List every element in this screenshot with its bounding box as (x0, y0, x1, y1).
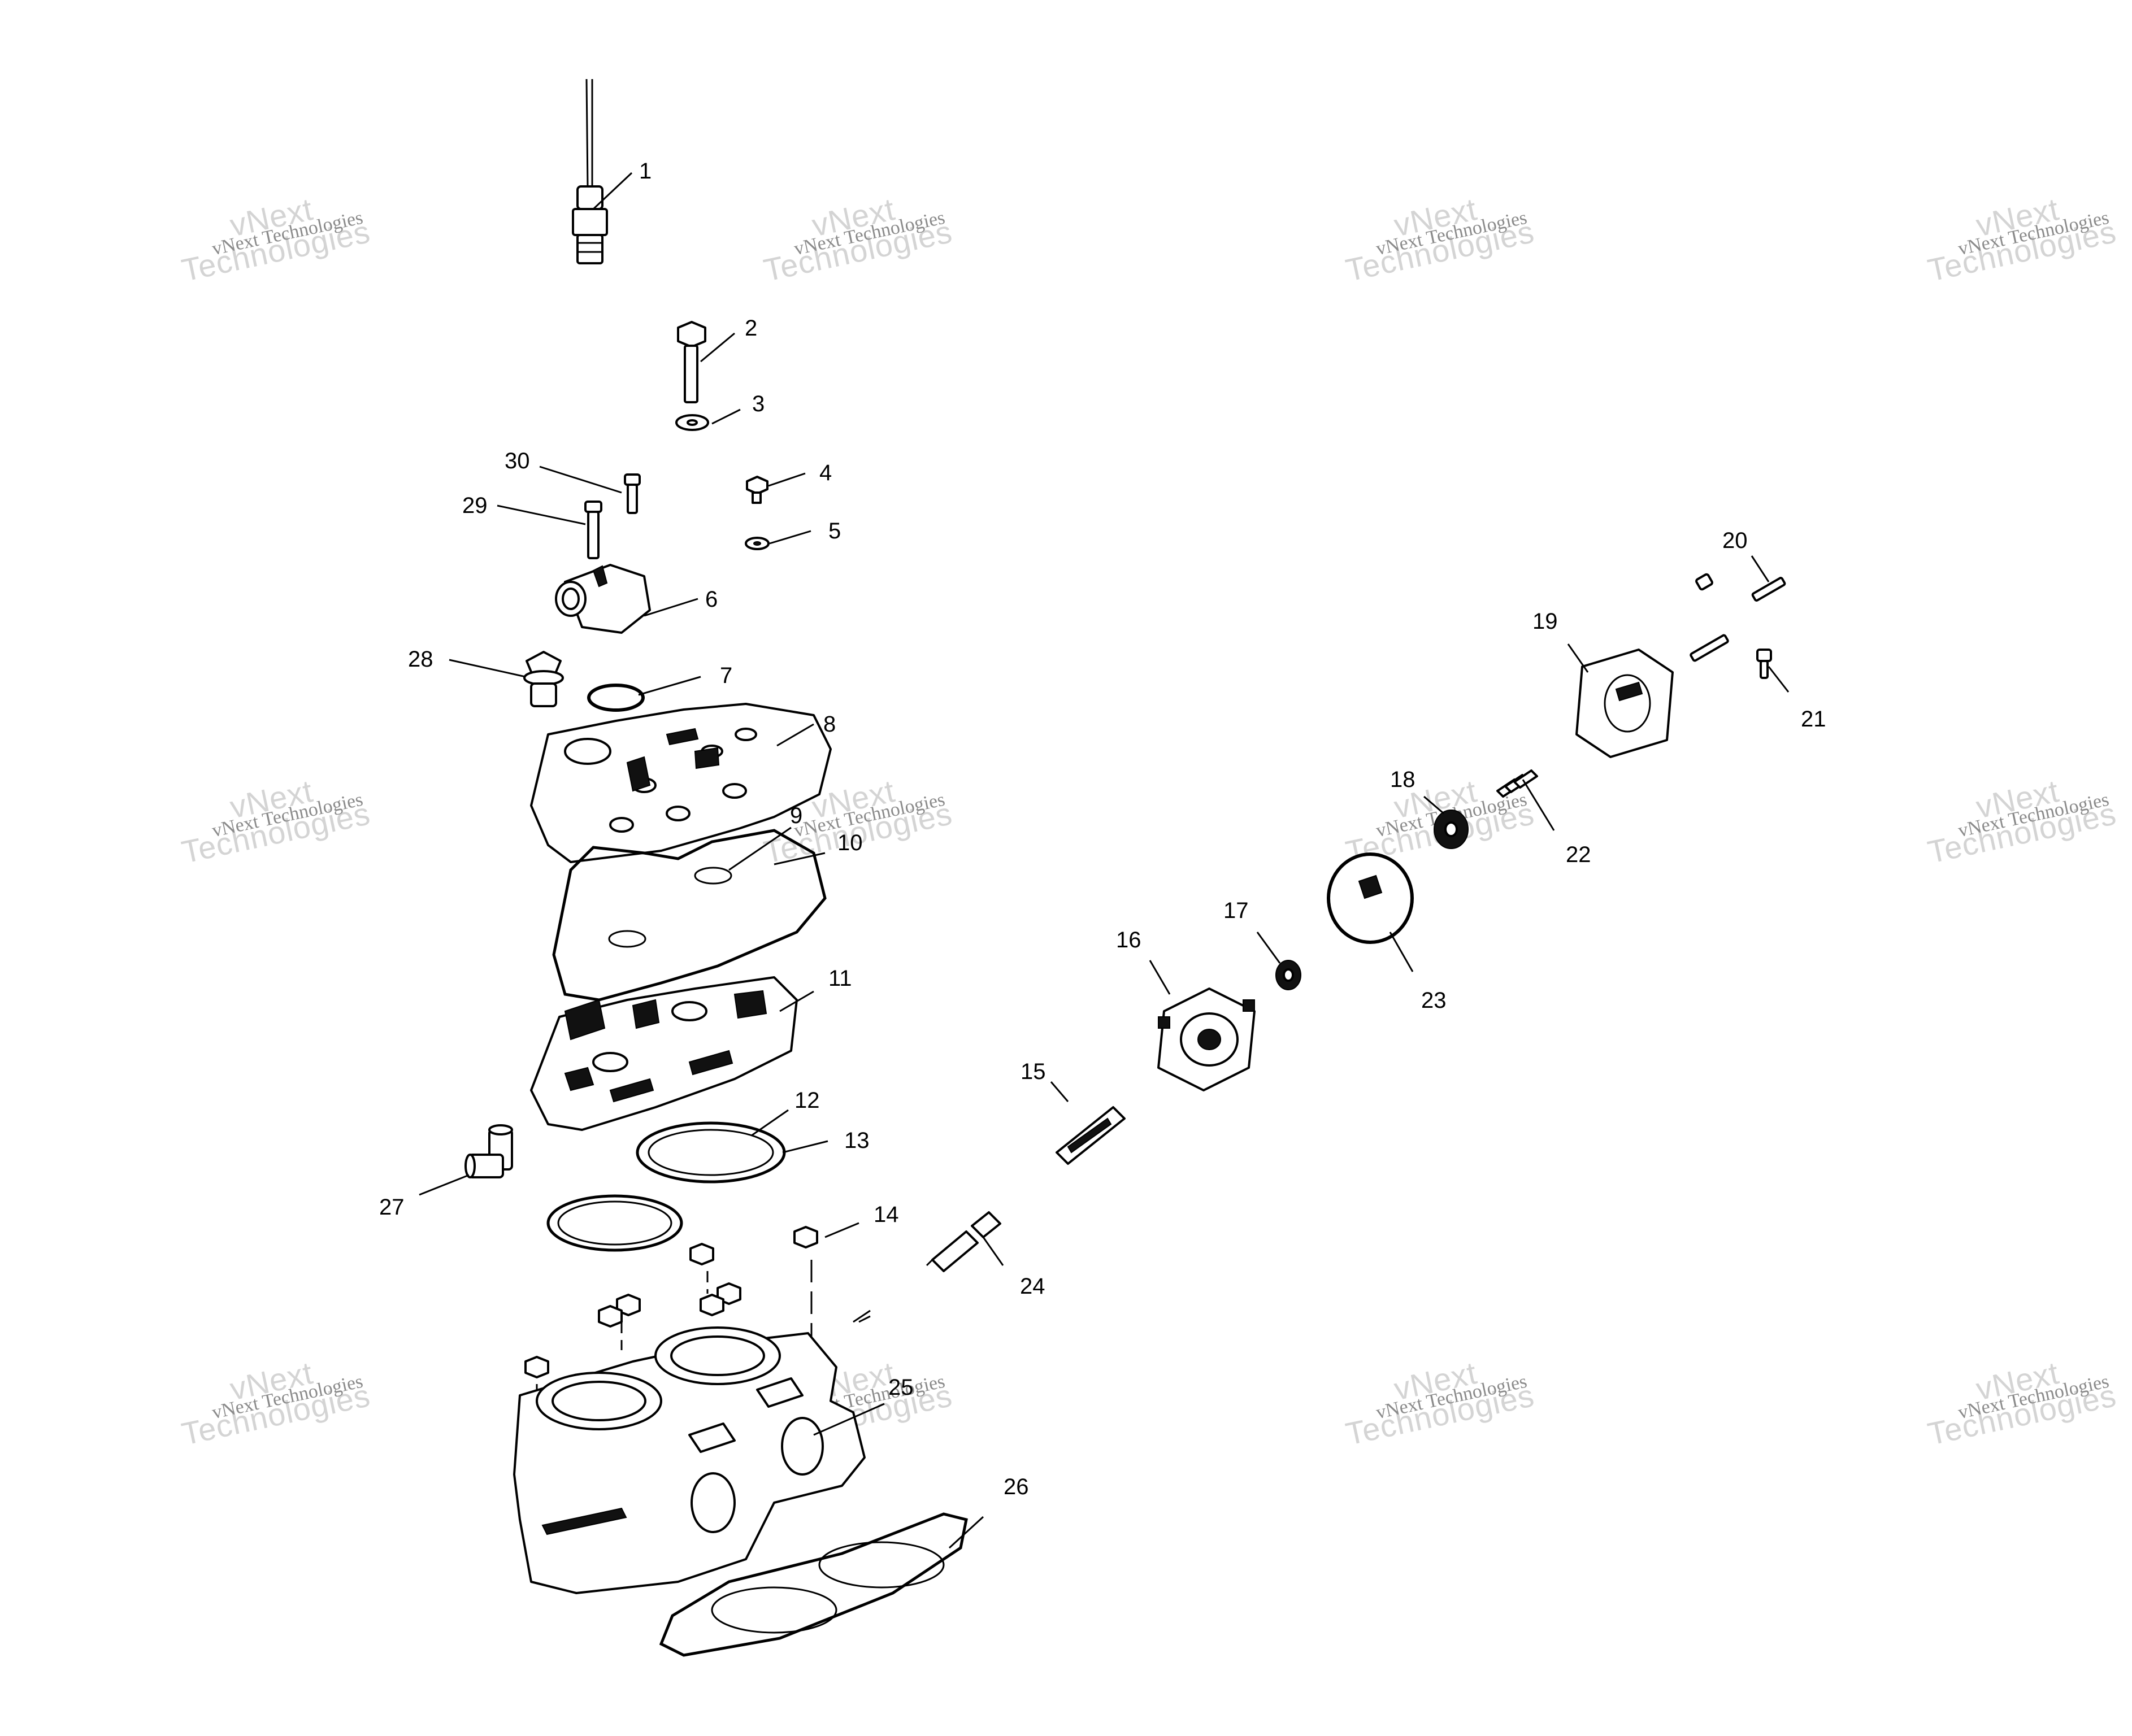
callout-1: 1 (639, 159, 652, 184)
callout-27: 27 (379, 1195, 405, 1220)
part-6-thermostat-housing[interactable] (555, 564, 651, 634)
callout-labels: 1 2 3 4 5 6 7 8 9 10 11 12 13 14 15 16 1… (379, 159, 1826, 1499)
part-19-pump-cover[interactable] (1575, 649, 1674, 758)
callout-30: 30 (505, 449, 530, 473)
callout-6: 6 (705, 587, 718, 612)
callout-25: 25 (888, 1375, 914, 1400)
callout-21: 21 (1801, 707, 1826, 732)
callout-10: 10 (837, 830, 863, 855)
callout-3: 3 (752, 391, 765, 416)
callout-9: 9 (790, 803, 802, 828)
watermark: vNext Technologies vNext Technologies (761, 191, 956, 288)
callout-12: 12 (794, 1088, 820, 1113)
callout-8: 8 (823, 712, 836, 737)
part-25-cylinder-block[interactable] (513, 1315, 871, 1594)
part-20-screws[interactable] (1690, 573, 1786, 662)
part-14-nuts[interactable] (524, 1226, 871, 1412)
part-16-water-pump-housing[interactable] (1157, 987, 1256, 1091)
part-21-screw[interactable] (1756, 649, 1772, 679)
part-18-gear[interactable] (1434, 810, 1469, 849)
part-3-washer[interactable] (675, 414, 709, 431)
part-1-temperature-sensor[interactable] (572, 79, 608, 264)
watermark: vNext Technologies vNext Technologies (179, 773, 374, 870)
part-23-impeller[interactable] (1327, 852, 1414, 944)
callout-7: 7 (720, 663, 732, 688)
part-28-thermostat[interactable] (523, 651, 564, 707)
part-26-base-gasket[interactable] (659, 1512, 968, 1657)
part-2-bolt[interactable] (677, 321, 706, 403)
part-22-spring[interactable] (1496, 769, 1538, 798)
watermark-layer: vNext Technologies vNext Technologies vN… (179, 191, 2120, 1452)
part-15-reed-gasket[interactable] (1056, 1106, 1126, 1165)
callout-24: 24 (1020, 1274, 1045, 1299)
callout-28: 28 (408, 647, 433, 672)
part-8-head-cover[interactable] (530, 703, 832, 863)
callout-19: 19 (1532, 609, 1558, 634)
callout-15: 15 (1021, 1059, 1046, 1084)
part-12-13-o-ring-gaskets[interactable] (546, 1121, 786, 1252)
part-24-fitting[interactable] (926, 1211, 1001, 1272)
callout-20: 20 (1722, 528, 1748, 553)
part-9-10-head-gasket[interactable] (552, 829, 827, 1002)
callout-14: 14 (874, 1202, 899, 1227)
callout-11: 11 (828, 966, 852, 991)
parts-layer (464, 79, 1786, 1657)
part-5-washer[interactable] (745, 537, 770, 550)
watermark: vNext Technologies vNext Technologies (1343, 1355, 1538, 1452)
callout-2: 2 (745, 316, 757, 341)
part-4-nut[interactable] (746, 476, 768, 504)
part-30-screw[interactable] (624, 473, 641, 514)
callout-13: 13 (844, 1128, 870, 1153)
callout-18: 18 (1390, 767, 1415, 792)
part-17-seal[interactable] (1275, 960, 1301, 990)
watermark: vNext Technologies vNext Technologies (1925, 773, 2120, 870)
callout-17: 17 (1223, 898, 1249, 923)
callout-4: 4 (819, 460, 832, 485)
leader-lines (419, 172, 1790, 1549)
watermark: vNext Technologies vNext Technologies (1925, 191, 2120, 288)
callout-22: 22 (1566, 842, 1591, 867)
callout-29: 29 (462, 493, 488, 518)
callout-16: 16 (1116, 928, 1141, 952)
part-29-screw[interactable] (584, 501, 602, 559)
callout-26: 26 (1004, 1474, 1029, 1499)
watermark: vNext Technologies vNext Technologies (1925, 1355, 2120, 1452)
part-7-o-ring[interactable] (587, 684, 645, 712)
part-27-elbow-fitting[interactable] (464, 1124, 513, 1178)
watermark: vNext Technologies vNext Technologies (179, 191, 374, 288)
watermark: vNext Technologies vNext Technologies (1343, 191, 1538, 288)
callout-5: 5 (828, 519, 841, 543)
callout-23: 23 (1421, 988, 1447, 1013)
part-11-cylinder-head[interactable] (530, 976, 798, 1131)
watermark: vNext Technologies vNext Technologies (179, 1355, 374, 1452)
